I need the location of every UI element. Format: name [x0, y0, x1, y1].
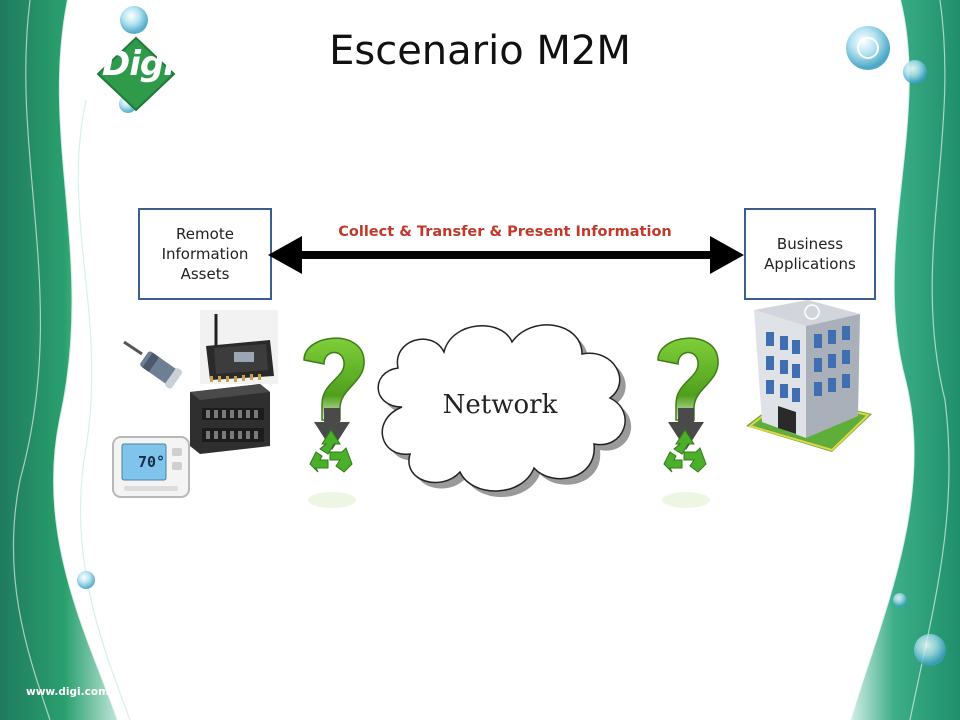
question-mark-icon: [303, 337, 365, 508]
logo-text: Digi: [102, 44, 175, 84]
cloud-icon: [377, 324, 632, 498]
footer-url[interactable]: www.digi.com: [26, 686, 110, 698]
plc-controller-icon: [190, 384, 270, 454]
arrow-label: Collect & Transfer & Present Information: [338, 224, 672, 240]
network-label: Network: [442, 390, 558, 420]
double-arrow: [268, 236, 744, 274]
digi-logo: [96, 36, 176, 112]
arrow-head-left: [268, 236, 302, 274]
thermostat-reading: 70°: [138, 453, 166, 471]
page-title: Escenario M2M: [329, 28, 631, 74]
business-applications-box: Business Applications: [744, 208, 876, 300]
arrow-head-right: [710, 236, 744, 274]
remote-assets-line: Assets: [180, 265, 230, 284]
recycle-icon: [309, 429, 353, 473]
question-mark-icon: [657, 337, 719, 508]
arrow-shaft: [300, 251, 712, 259]
remote-assets-box: Remote Information Assets: [138, 208, 272, 300]
business-applications-line: Applications: [764, 255, 856, 273]
office-building-icon: [746, 300, 872, 452]
business-applications-line: Business: [776, 234, 844, 253]
remote-assets-line: Information: [161, 244, 249, 263]
sensor-icon: [123, 340, 183, 389]
xbee-module-icon: [200, 310, 278, 384]
thermostat-icon: [112, 436, 190, 498]
remote-assets-line: Remote: [176, 224, 234, 243]
recycle-icon: [663, 429, 707, 473]
